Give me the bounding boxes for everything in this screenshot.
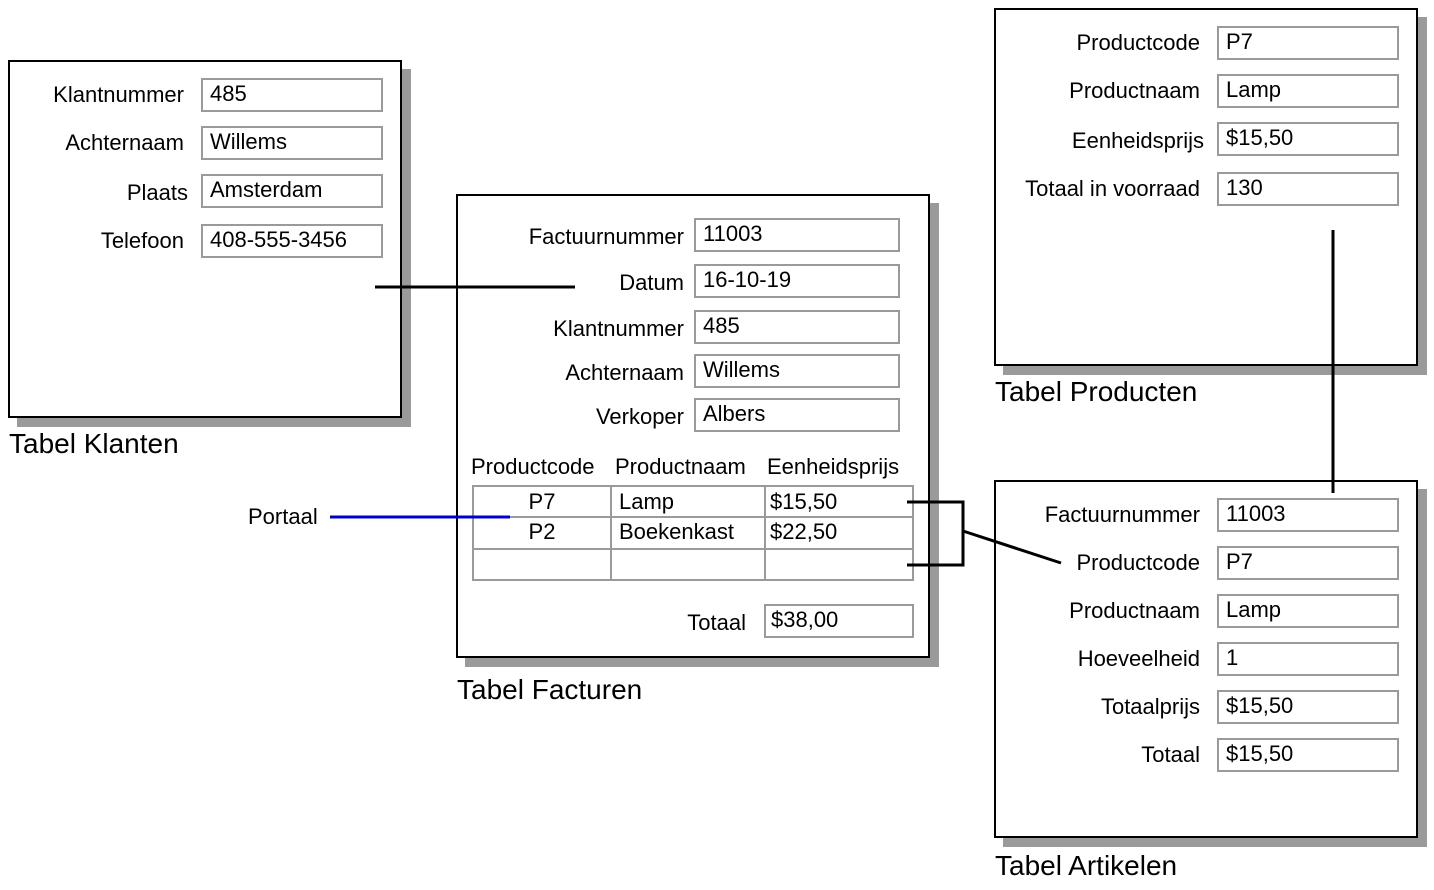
producten-productcode-label: Productcode bbox=[1076, 30, 1200, 55]
portal-artikelen-bracket bbox=[907, 500, 965, 567]
artikelen-totaal-field[interactable]: $15,50 bbox=[1217, 738, 1399, 772]
klanten-achternaam-field[interactable]: Willems bbox=[201, 126, 383, 160]
klanten-telefoon-label: Telefoon bbox=[100, 228, 184, 253]
portal-header-productcode: Productcode bbox=[471, 454, 595, 479]
facturen-datum-field[interactable]: 16-10-19 bbox=[694, 264, 900, 298]
artikelen-totaal-label: Totaal bbox=[1141, 742, 1200, 767]
portal-row2-productcode[interactable]: P2 bbox=[528, 519, 556, 544]
facturen-factuurnummer-field[interactable]: 11003 bbox=[694, 218, 900, 252]
portal-header-eenheidsprijs: Eenheidsprijs bbox=[767, 454, 900, 479]
facturen-achternaam-field[interactable]: Willems bbox=[694, 354, 900, 388]
facturen-totaal-label: Totaal bbox=[687, 610, 746, 635]
artikelen-factuurnummer-label: Factuurnummer bbox=[1044, 502, 1200, 527]
producten-table-caption: Tabel Producten bbox=[995, 376, 1198, 407]
facturen-verkoper-label: Verkoper bbox=[595, 404, 684, 429]
artikelen-factuurnummer-field[interactable]: 11003 bbox=[1217, 498, 1399, 532]
facturen-table-caption: Tabel Facturen bbox=[457, 674, 643, 705]
klanten-plaats-field[interactable]: Amsterdam bbox=[201, 174, 383, 208]
klanten-achternaam-label: Achternaam bbox=[65, 130, 184, 155]
facturen-verkoper-field[interactable]: Albers bbox=[694, 398, 900, 432]
producten-productnaam-label: Productnaam bbox=[1069, 78, 1200, 103]
portal-row2-productnaam[interactable]: Boekenkast bbox=[619, 519, 734, 544]
producten-voorraad-field[interactable]: 130 bbox=[1217, 172, 1399, 206]
producten-productcode-field[interactable]: P7 bbox=[1217, 26, 1399, 60]
portal-row1-productnaam[interactable]: Lamp bbox=[619, 489, 675, 514]
artikelen-table-caption: Tabel Artikelen bbox=[995, 850, 1178, 881]
portal-row1-eenheidsprijs[interactable]: $15,50 bbox=[770, 489, 838, 514]
klanten-plaats-label: Plaats bbox=[126, 180, 188, 205]
artikelen-hoeveelheid-label: Hoeveelheid bbox=[1077, 646, 1200, 671]
klanten-klantnummer-field[interactable]: 485 bbox=[201, 78, 383, 112]
artikelen-productcode-field[interactable]: P7 bbox=[1217, 546, 1399, 580]
portal-row1-productcode[interactable]: P7 bbox=[528, 489, 556, 514]
artikelen-hoeveelheid-field[interactable]: 1 bbox=[1217, 642, 1399, 676]
portal-header-productnaam: Productnaam bbox=[615, 454, 746, 479]
producten-table-panel bbox=[994, 8, 1418, 366]
portaal-label: Portaal bbox=[248, 504, 318, 529]
portal-grid-outline bbox=[472, 485, 914, 581]
klanten-klantnummer-label: Klantnummer bbox=[53, 82, 184, 107]
artikelen-productnaam-label: Productnaam bbox=[1069, 598, 1200, 623]
klanten-table-caption: Tabel Klanten bbox=[9, 428, 179, 459]
producten-productnaam-field[interactable]: Lamp bbox=[1217, 74, 1399, 108]
portal-artikelen-link bbox=[962, 529, 1062, 565]
facturen-klantnummer-label: Klantnummer bbox=[553, 316, 684, 341]
artikelen-totaalprijs-label: Totaalprijs bbox=[1100, 694, 1200, 719]
facturen-achternaam-label: Achternaam bbox=[565, 360, 684, 385]
facturen-factuurnummer-label: Factuurnummer bbox=[528, 224, 684, 249]
portal-grid bbox=[472, 485, 914, 581]
producten-eenheidsprijs-field[interactable]: $15,50 bbox=[1217, 122, 1399, 156]
artikelen-totaalprijs-field[interactable]: $15,50 bbox=[1217, 690, 1399, 724]
klanten-telefoon-field[interactable]: 408-555-3456 bbox=[201, 224, 383, 258]
facturen-klantnummer-field[interactable]: 485 bbox=[694, 310, 900, 344]
facturen-datum-label: Datum bbox=[619, 270, 684, 295]
facturen-totaal-field[interactable]: $38,00 bbox=[764, 604, 914, 638]
portal-row2-eenheidsprijs[interactable]: $22,50 bbox=[770, 519, 838, 544]
producten-eenheidsprijs-label: Eenheidsprijs bbox=[1071, 128, 1204, 153]
producten-voorraad-label: Totaal in voorraad bbox=[1025, 176, 1200, 201]
artikelen-productcode-label: Productcode bbox=[1076, 550, 1200, 575]
artikelen-productnaam-field[interactable]: Lamp bbox=[1217, 594, 1399, 628]
